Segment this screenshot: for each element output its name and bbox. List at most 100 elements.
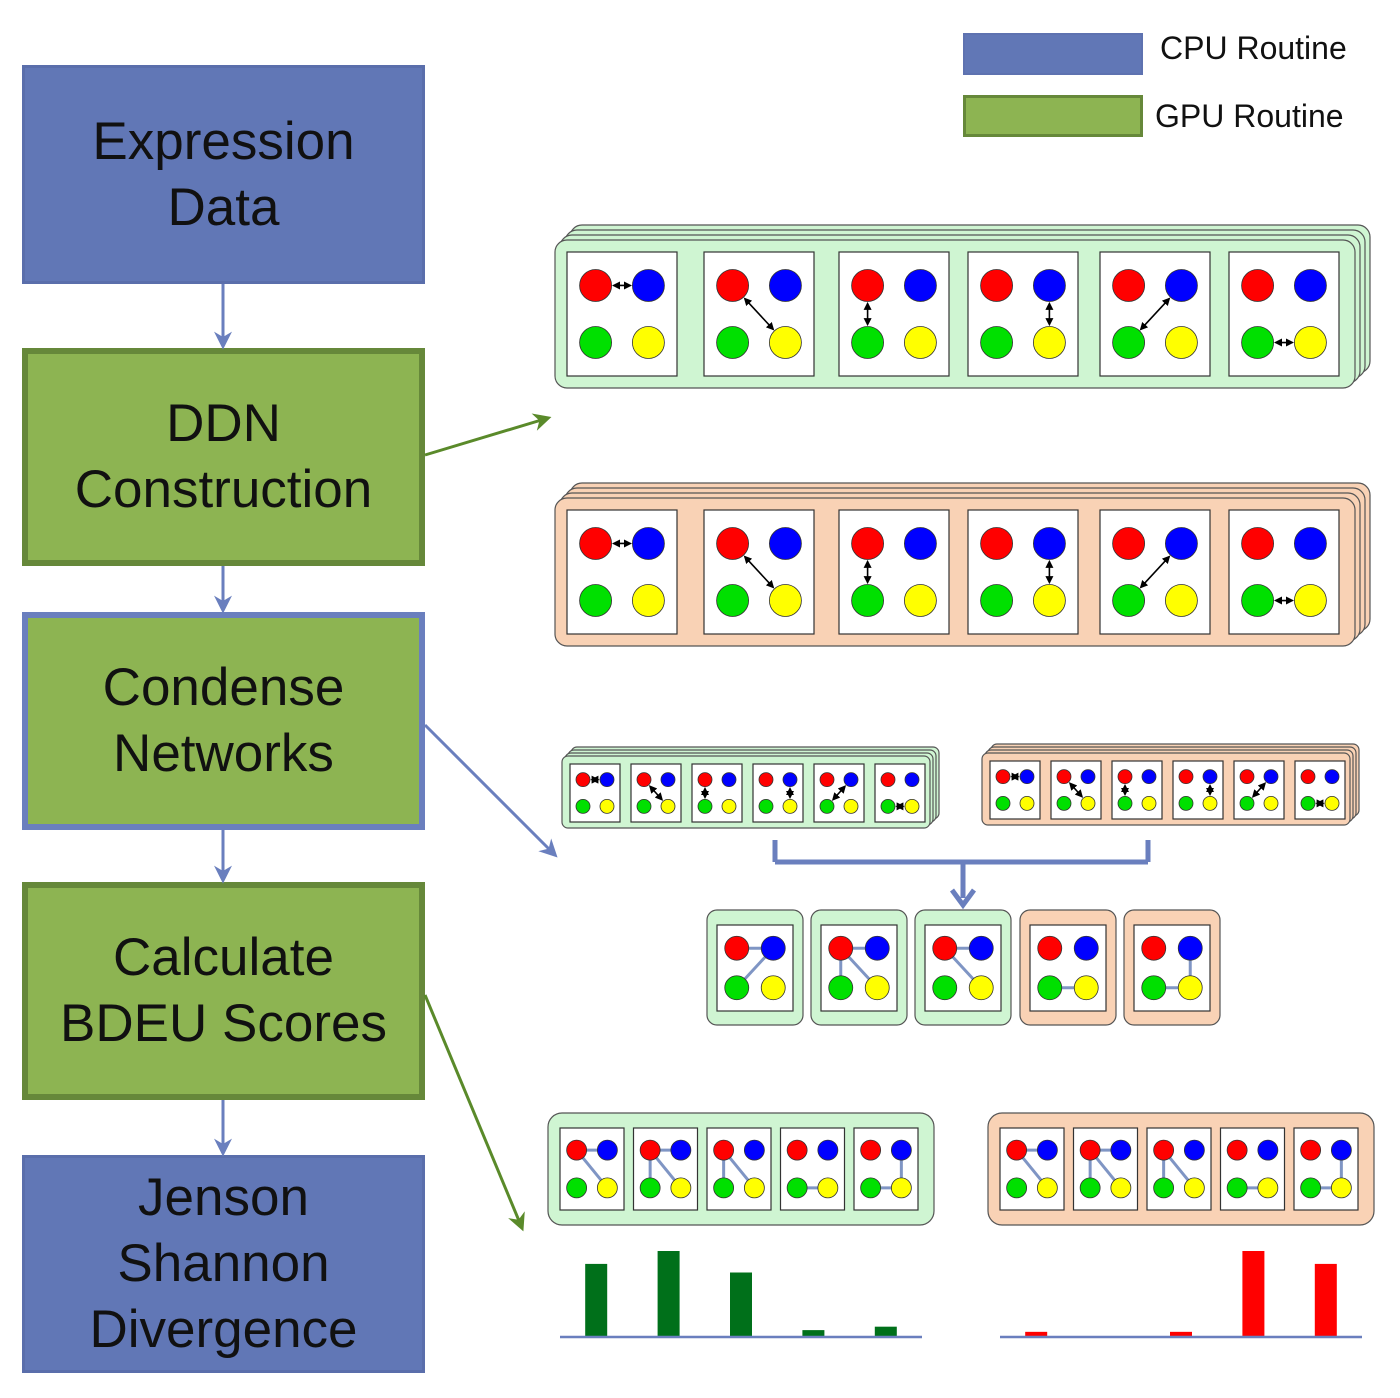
yellow-node <box>1263 795 1279 811</box>
yellow-node <box>1177 975 1203 1001</box>
network-card <box>853 1127 919 1211</box>
green-node <box>724 975 750 1001</box>
network-card <box>1228 251 1340 377</box>
network-card-frame <box>989 760 1041 820</box>
blue-node <box>769 269 802 302</box>
ddn-green-stack <box>554 224 1371 389</box>
green-node <box>579 326 612 359</box>
network-card <box>1050 760 1102 820</box>
yellow-node <box>1141 795 1157 811</box>
yellow-node <box>890 1177 912 1199</box>
green-node <box>697 798 713 814</box>
red-node <box>579 269 612 302</box>
green-node <box>1153 1177 1175 1199</box>
histogram-bar <box>657 1251 680 1337</box>
yellow-node <box>1165 584 1198 617</box>
blue-node <box>1294 527 1327 560</box>
edge-arrow <box>743 555 775 589</box>
network-card <box>820 924 898 1012</box>
legend-cpu-swatch <box>963 33 1143 75</box>
histogram-bar <box>585 1263 608 1337</box>
green-node <box>932 975 958 1001</box>
blue-node <box>904 772 920 788</box>
ddn-pointer-arrow <box>424 413 552 457</box>
network-card-frame <box>1172 760 1224 820</box>
legend-gpu-swatch <box>963 95 1143 137</box>
edge-arrow <box>743 297 775 331</box>
network-card-frame <box>566 251 678 377</box>
yellow-node <box>904 326 937 359</box>
yellow-node <box>843 798 859 814</box>
bdeu-green-panel <box>547 1112 935 1226</box>
green-node <box>1112 326 1145 359</box>
yellow-node <box>1202 795 1218 811</box>
blue-node <box>632 527 665 560</box>
step-label-line: Condense <box>102 658 345 717</box>
blue-node <box>1165 527 1198 560</box>
yellow-node <box>743 1177 765 1199</box>
red-node <box>828 935 854 961</box>
yellow-node <box>1019 795 1035 811</box>
yellow-node <box>1330 1177 1352 1199</box>
yellow-node <box>1324 795 1340 811</box>
red-node <box>1056 769 1072 785</box>
blue-node <box>721 772 737 788</box>
blue-node <box>904 269 937 302</box>
red-node <box>819 772 835 788</box>
network-card <box>1029 924 1107 1012</box>
green-node <box>713 1177 735 1199</box>
edge-arrow <box>1139 555 1171 589</box>
network-card <box>703 509 815 635</box>
yellow-node <box>632 326 665 359</box>
red-node <box>860 1139 882 1161</box>
green-node <box>851 326 884 359</box>
green-node <box>1178 795 1194 811</box>
edge-arrow <box>1068 782 1084 798</box>
network-card-frame <box>691 763 743 823</box>
network-card-frame <box>1228 251 1340 377</box>
green-node <box>786 1177 808 1199</box>
network-card-frame <box>967 509 1079 635</box>
red-node <box>1079 1139 1101 1161</box>
green-node <box>1241 326 1274 359</box>
blue-node <box>1257 1139 1279 1161</box>
network-card <box>559 1127 625 1211</box>
yellow-node <box>904 584 937 617</box>
red-node <box>980 269 1013 302</box>
network-card-frame <box>569 763 621 823</box>
red-node <box>697 772 713 788</box>
green-histogram <box>560 1251 922 1339</box>
red-node <box>1112 269 1145 302</box>
red-node <box>1178 769 1194 785</box>
blue-node <box>760 935 786 961</box>
red-histogram <box>1000 1251 1362 1339</box>
red-node <box>980 527 1013 560</box>
blue-node <box>1263 769 1279 785</box>
red-node <box>1300 769 1316 785</box>
edge-arrow <box>831 785 847 801</box>
green-node <box>880 798 896 814</box>
red-node <box>995 769 1011 785</box>
network-card <box>1072 1127 1139 1211</box>
legend-gpu-label: GPU Routine <box>1155 98 1344 134</box>
green-node <box>851 584 884 617</box>
yellow-node <box>1036 1177 1058 1199</box>
histogram-bar <box>874 1326 897 1337</box>
green-node <box>1056 795 1072 811</box>
histogram-bar <box>1242 1251 1265 1337</box>
network-card <box>691 763 743 823</box>
red-node <box>1112 527 1145 560</box>
blue-node <box>782 772 798 788</box>
blue-node <box>1165 269 1198 302</box>
network-card <box>566 251 678 377</box>
red-node <box>1300 1139 1322 1161</box>
blue-node <box>769 527 802 560</box>
yellow-node <box>760 975 786 1001</box>
network-card <box>569 763 621 823</box>
yellow-node <box>1294 326 1327 359</box>
histogram-bar <box>1314 1263 1337 1337</box>
blue-node <box>1294 269 1327 302</box>
